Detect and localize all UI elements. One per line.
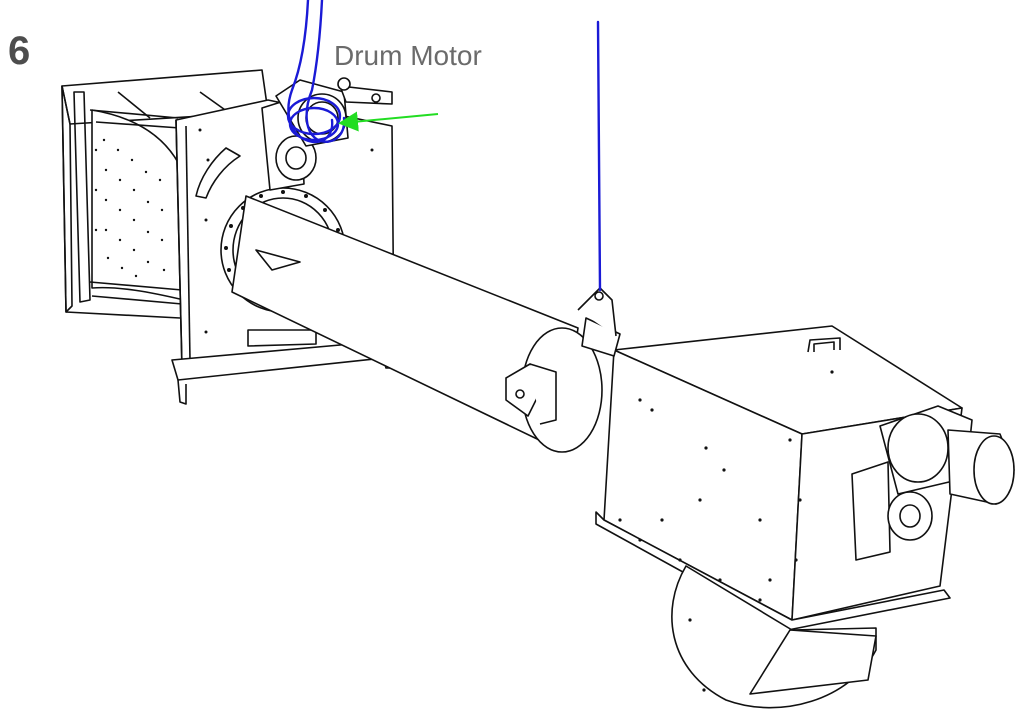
discharge-gear-motor: [851, 405, 1015, 561]
step-number: 6: [8, 29, 31, 73]
lifting-strap-left: [286, 0, 346, 144]
lifting-strap-right: [596, 20, 602, 292]
callout-arrow: [338, 111, 439, 132]
callout-label: Drum Motor: [334, 40, 482, 71]
drum-perforations: [94, 138, 166, 278]
hopper-outlet: [671, 565, 877, 709]
housing-rivets: [618, 370, 834, 692]
tube-bracket: [505, 363, 557, 425]
